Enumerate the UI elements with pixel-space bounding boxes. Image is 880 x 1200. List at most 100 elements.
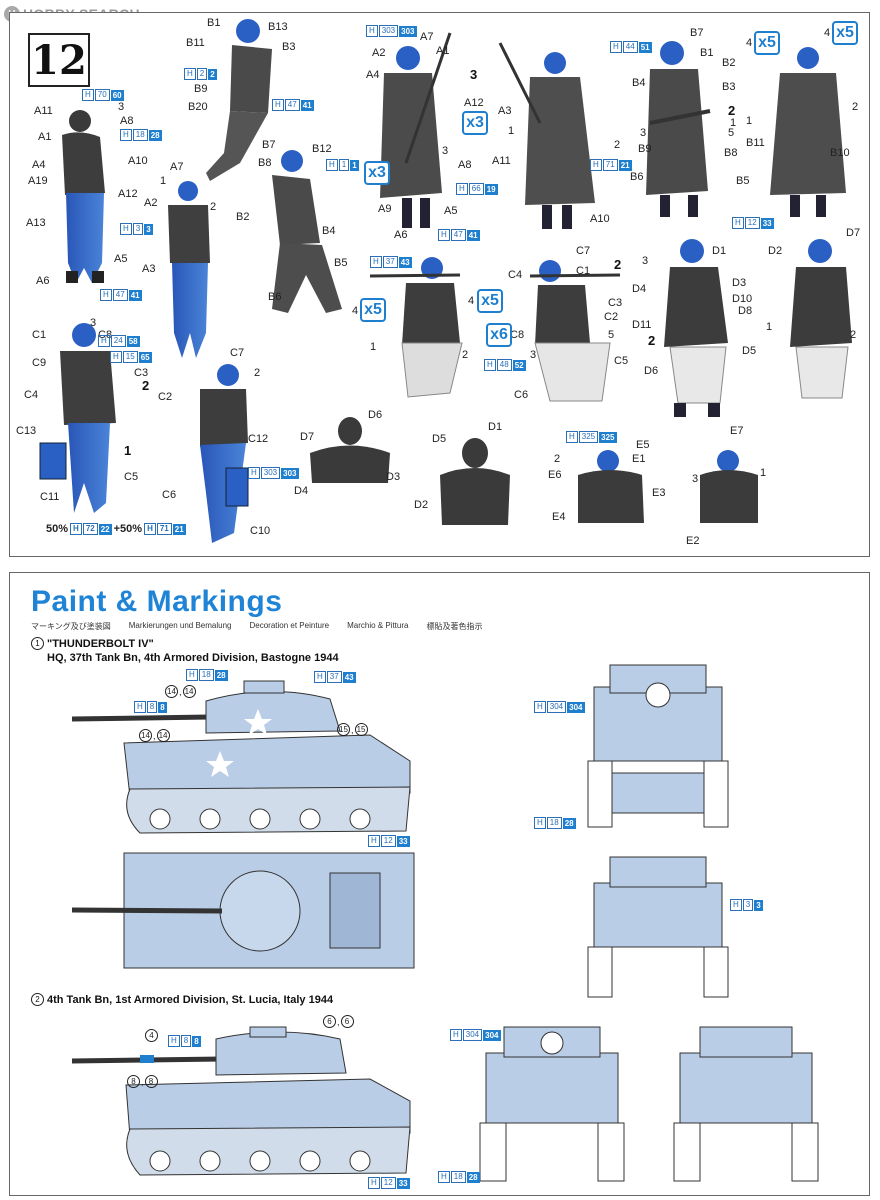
label-b-d5: D5 (432, 433, 447, 445)
tank2-rear (673, 1026, 819, 1182)
label-dc2: C2 (604, 311, 619, 323)
label-b-e2: E2 (686, 535, 700, 547)
figure-b-leaning (206, 19, 272, 181)
tank2-front (479, 1026, 625, 1182)
label-c3: C3 (134, 367, 149, 379)
label-dd-1: 1 (766, 321, 773, 333)
value-text: 58 (126, 335, 140, 347)
label-dd7: D7 (846, 227, 861, 239)
label-c-2: 2 (142, 378, 150, 393)
label-wa12: A12 (464, 97, 484, 109)
figure-a-tanker (62, 110, 105, 283)
label-a6: A6 (36, 275, 50, 287)
value-text: H (534, 817, 546, 829)
value-text: 33 (760, 217, 774, 229)
value-text: H (590, 159, 602, 171)
bust-d-hooded (310, 417, 390, 483)
value-text: H (248, 467, 260, 479)
label-wbb4: B4 (632, 77, 646, 89)
value-text: H (120, 129, 132, 141)
label-dc1: C1 (576, 265, 591, 277)
label-a10: A10 (128, 155, 148, 167)
label-w3b: 3 (442, 145, 449, 157)
label-dc-2: 2 (614, 257, 622, 272)
value-text: 21 (618, 159, 632, 171)
label-b8: B8 (258, 157, 272, 169)
value-text: 41 (300, 99, 314, 111)
value-text: 304 (567, 701, 585, 713)
label-dc8: C8 (510, 329, 525, 341)
value-text: 15 (122, 351, 138, 363)
value-text: H (98, 335, 110, 347)
label-b-e5: E5 (636, 439, 650, 451)
value-text: 303 (399, 25, 417, 37)
value-text: 12 (380, 835, 396, 847)
label-b7: B7 (262, 139, 276, 151)
value-text: 71 (602, 159, 618, 171)
value-text: 1 (338, 159, 350, 171)
label-wbb6: B6 (630, 171, 644, 183)
label-wbb2: B2 (722, 57, 736, 69)
label-b-d1: D1 (488, 421, 503, 433)
value-text: 72 (82, 523, 98, 535)
value-text: H (438, 229, 450, 241)
value-text: H (730, 899, 742, 911)
label-dd8: D8 (738, 305, 753, 317)
label-wa3: A3 (498, 105, 512, 117)
value-text: 28 (214, 669, 228, 681)
value-text: 4 (145, 1029, 158, 1042)
label-a7: A7 (170, 161, 184, 173)
multiplier-x5a: x5 (754, 31, 780, 55)
tank-illustrations (71, 664, 819, 1182)
label-c7: C7 (230, 347, 245, 359)
value-text: 51 (638, 41, 652, 53)
value-text: 47 (450, 229, 466, 241)
figure-b-sitting (272, 150, 342, 313)
label-w3: 3 (470, 67, 478, 82)
step-12-panel: 12 (9, 12, 870, 557)
value-text: 37 (382, 256, 398, 268)
value-text: 1 (31, 637, 44, 650)
label-3: 3 (118, 101, 125, 113)
value-text: 52 (512, 359, 526, 371)
value-text: H (82, 89, 94, 101)
label-a19: A19 (28, 175, 48, 187)
label-b11: B11 (186, 37, 205, 49)
value-text: 14 (139, 729, 152, 742)
label-dc4: C4 (508, 269, 523, 281)
value-text: 8 (146, 701, 158, 713)
label-wa2: A2 (372, 47, 386, 59)
label-wb1: 1 (508, 125, 515, 137)
label-a3: A3 (142, 263, 156, 275)
value-text: H (366, 25, 378, 37)
value-text: H (484, 359, 496, 371)
value-text: 66 (468, 183, 484, 195)
mark-14a: 14,14 (164, 685, 197, 698)
label-dd10: D10 (732, 293, 753, 305)
step-number: 12 (28, 33, 90, 87)
label-dc3: C3 (608, 297, 623, 309)
label-wbk4b: 4 (824, 27, 831, 39)
label-c6: C6 (162, 489, 177, 501)
value-text: 37 (326, 671, 342, 683)
label-wbb8: B8 (724, 147, 738, 159)
value-text: 8 (180, 1035, 192, 1047)
label-a2: A2 (144, 197, 158, 209)
value-text: 12 (380, 1177, 396, 1189)
label-c11: C11 (40, 491, 60, 503)
value-text: H (534, 701, 546, 713)
language-list: マーキング及び塗装図 Markierungen und Bemalung Dec… (31, 621, 482, 632)
multiplier-x5b: x5 (832, 21, 858, 45)
value-text: H (70, 523, 82, 535)
value-text: 33 (396, 1177, 410, 1189)
value-text: H (732, 217, 744, 229)
